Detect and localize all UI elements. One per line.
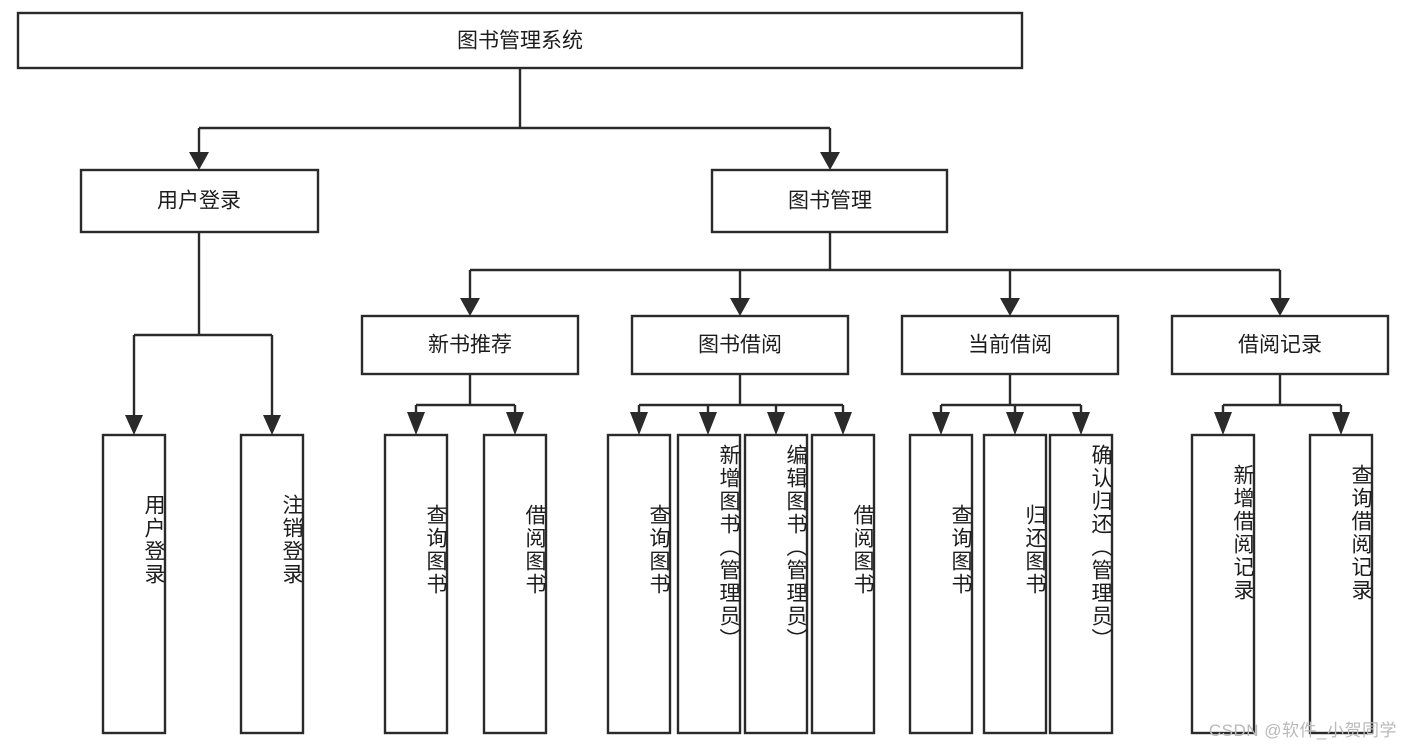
leaf-box-logout[interactable] (239, 433, 305, 735)
arrow-leaf-borrow-book-recommend (506, 412, 524, 435)
node-book-management-label: 图书管理 (788, 190, 872, 213)
arrow-leaf-confirm-return (1072, 412, 1090, 435)
leaf-box-user-login[interactable] (101, 433, 167, 735)
node-borrow-records-label: 借阅记录 (1238, 334, 1322, 357)
leaf-box-add-record[interactable] (1190, 433, 1256, 735)
arrow-leaf-borrow-book (834, 412, 852, 435)
arrow-new-book-recommend (460, 298, 480, 316)
node-book-management[interactable]: 图书管理 (710, 168, 949, 234)
leaf-box-query-book-borrow[interactable] (606, 433, 672, 735)
connector-group-book-management-to-level3 (460, 232, 1290, 316)
node-root[interactable]: 图书管理系统 (16, 11, 1024, 70)
connector-group-root-to-level2 (189, 68, 840, 170)
arrow-leaf-return-book (1006, 412, 1024, 435)
csdn-watermark: CSDN @软件_小贺同学 (1208, 721, 1397, 740)
node-root-label: 图书管理系统 (457, 30, 583, 53)
leaf-box-borrow-book-recommend[interactable] (482, 433, 548, 735)
leaf-box-query-book-current[interactable] (908, 433, 974, 735)
node-root-box[interactable] (16, 11, 1024, 70)
leaf-box-edit-book[interactable] (743, 433, 809, 735)
arrow-leaf-query-book-recommend (407, 412, 425, 435)
node-borrow-records[interactable]: 借阅记录 (1170, 314, 1390, 376)
leaf-box-add-book[interactable] (676, 433, 742, 735)
leaf-box-query-record[interactable] (1308, 433, 1374, 735)
arrow-to-book-management (820, 152, 840, 170)
arrow-leaf-query-book-current (932, 412, 950, 435)
node-new-book-recommend-label: 新书推荐 (428, 334, 512, 357)
node-user-login[interactable]: 用户登录 (79, 168, 320, 234)
leaf-box-borrow-book[interactable] (810, 433, 876, 735)
arrow-borrow-records (1270, 298, 1290, 316)
connector-group-user-login-to-leaves (125, 232, 281, 435)
node-user-login-label: 用户登录 (157, 190, 241, 213)
node-user-login-box[interactable] (79, 168, 320, 234)
node-current-borrow-box[interactable] (900, 314, 1120, 376)
arrow-current-borrow (1000, 298, 1020, 316)
node-borrow-records-box[interactable] (1170, 314, 1390, 376)
arrow-leaf-add-record (1214, 412, 1232, 435)
arrow-leaf-query-record (1332, 412, 1350, 435)
arrow-book-borrow (730, 298, 750, 316)
node-current-borrow[interactable]: 当前借阅 (900, 314, 1120, 376)
connector-group-borrow-records-to-leaves (1214, 374, 1350, 435)
connector-group-current-borrow-to-leaves (932, 374, 1090, 435)
node-book-management-box[interactable] (710, 168, 949, 234)
connector-group-new-book-recommend-to-leaves (407, 374, 524, 435)
arrow-leaf-add-book (699, 412, 717, 435)
arrow-leaf-logout (263, 415, 281, 435)
node-book-borrow-box[interactable] (630, 314, 850, 376)
node-new-book-recommend-box[interactable] (360, 314, 580, 376)
arrow-leaf-user-login (125, 415, 143, 435)
node-new-book-recommend[interactable]: 新书推荐 (360, 314, 580, 376)
leaf-box-return-book[interactable] (982, 433, 1048, 735)
arrow-leaf-edit-book (767, 412, 785, 435)
leaf-box-confirm-return[interactable] (1048, 433, 1114, 735)
node-book-borrow-label: 图书借阅 (698, 334, 782, 357)
node-current-borrow-label: 当前借阅 (968, 334, 1052, 357)
arrow-leaf-query-book-borrow (630, 412, 648, 435)
leaf-box-query-book-recommend[interactable] (383, 433, 449, 735)
node-book-borrow[interactable]: 图书借阅 (630, 314, 850, 376)
connector-group-book-borrow-to-leaves (630, 374, 852, 435)
arrow-to-user-login (189, 152, 209, 170)
